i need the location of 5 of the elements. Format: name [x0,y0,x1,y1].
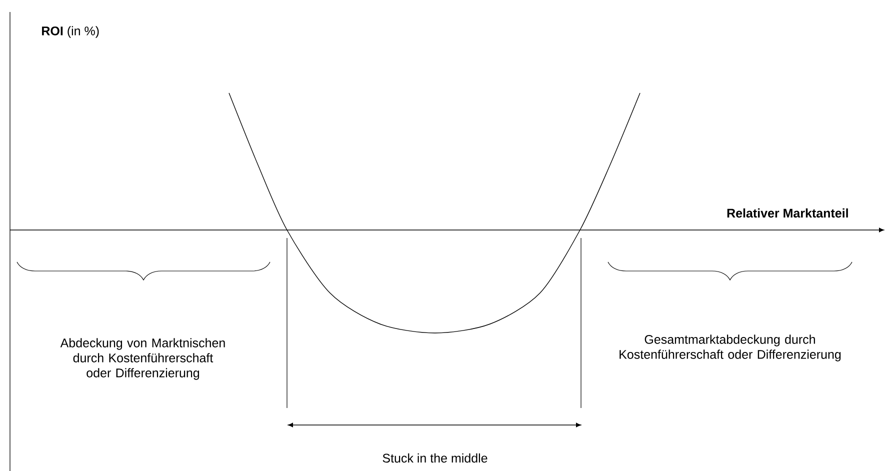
span-label: Stuck in the middle [382,453,488,463]
brace-label: Abdeckung von Marktnischen durch Kostenführerschaft oder Differenzierung [60,338,225,380]
axis-label: Relativer Marktanteil [727,208,848,218]
axis-label: ROI (in %) [42,26,99,38]
brace-label: Gesamtmarktabdeckung durch Kostenführerschaft oder Differenzierung [620,334,841,362]
